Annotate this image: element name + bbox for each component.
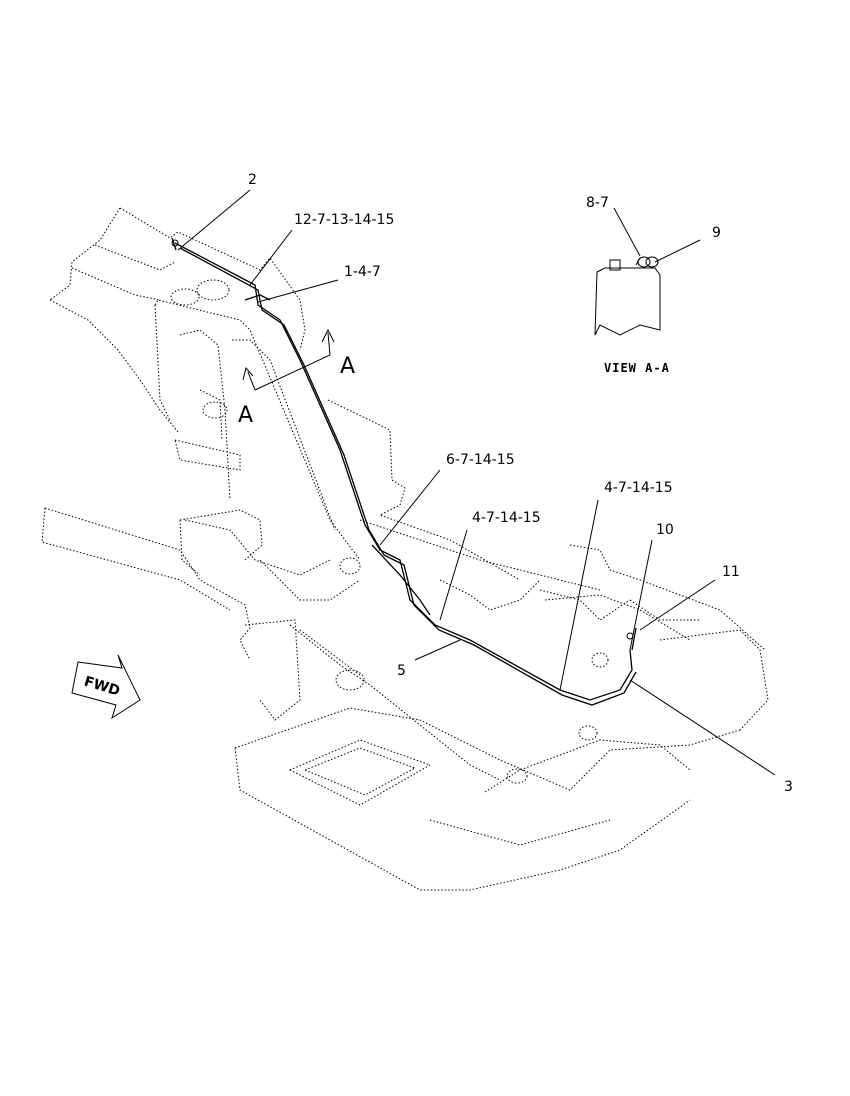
machine-frame (41, 207, 769, 891)
callout-3: 3 (784, 779, 793, 795)
callout-1-4-7: 1-4-7 (344, 264, 381, 280)
callout-11: 11 (722, 564, 740, 580)
callout-6-7-14-15: 6-7-14-15 (446, 452, 515, 468)
view-label: VIEW A-A (604, 361, 670, 375)
section-mark-a-left: A (238, 403, 253, 428)
section-arrows (242, 328, 335, 391)
fwd-label: FWD (82, 674, 122, 700)
callout-2: 2 (248, 172, 257, 188)
callout-8-7: 8-7 (586, 195, 609, 211)
callout-12-7-13-14-15: 12-7-13-14-15 (294, 212, 394, 228)
hose-lines (171, 237, 637, 706)
callout-9: 9 (712, 225, 721, 241)
section-mark-a-right: A (340, 354, 355, 379)
callout-4-7-14-15-right: 4-7-14-15 (604, 480, 673, 496)
view-a-a-detail (594, 256, 661, 336)
callout-10: 10 (656, 522, 674, 538)
leader-lines (177, 189, 776, 776)
forward-arrow-icon (71, 654, 141, 720)
callout-5: 5 (397, 663, 406, 679)
callout-4-7-14-15-left: 4-7-14-15 (472, 510, 541, 526)
